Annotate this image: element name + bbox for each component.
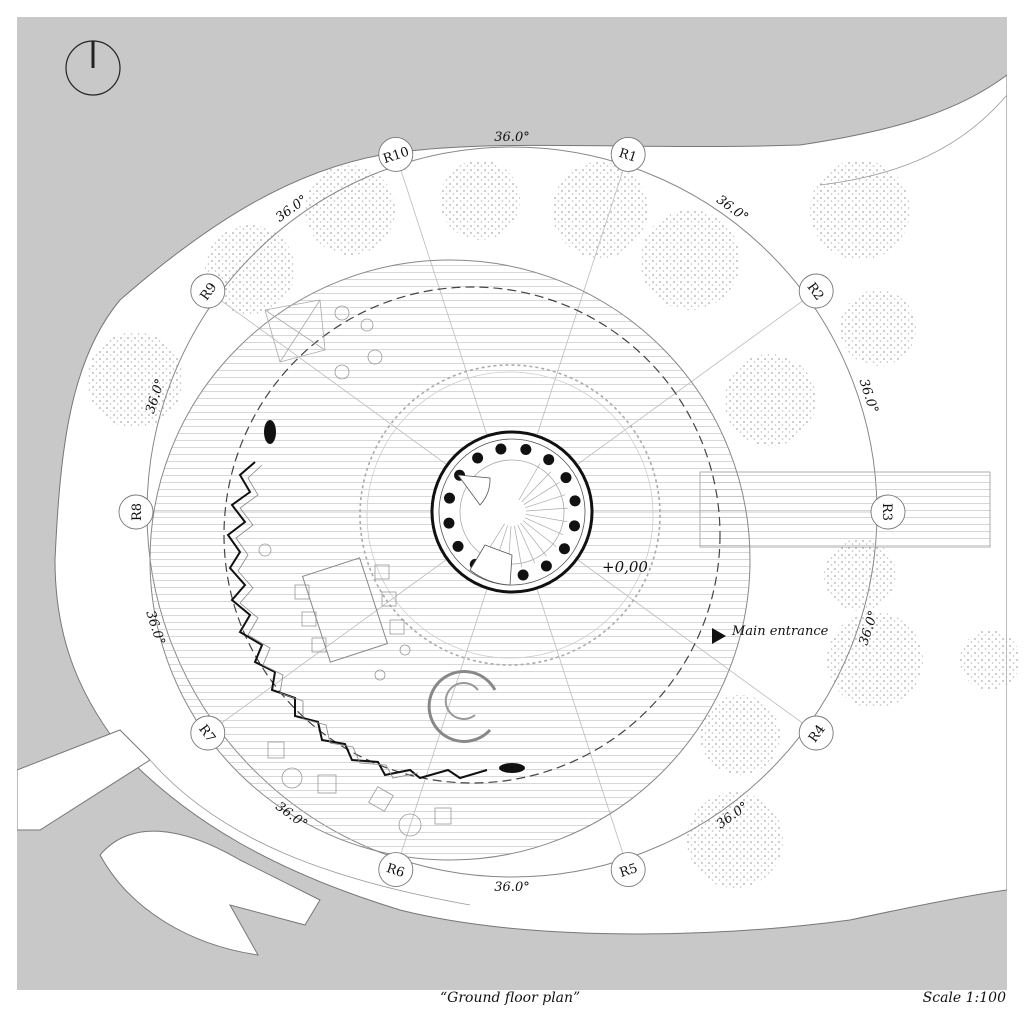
radial-label: R3 — [879, 503, 894, 521]
entrance-triangle-icon — [712, 628, 726, 644]
fireplace — [427, 669, 497, 743]
column-post — [560, 472, 572, 484]
column-post — [569, 495, 581, 507]
column-post — [517, 569, 529, 581]
lounge-chair — [264, 299, 326, 363]
roof-outline — [223, 286, 721, 784]
elevation-label: +0,00 — [602, 558, 648, 576]
scale-label: Scale 1:100 — [922, 990, 1006, 1006]
chairs — [267, 564, 452, 825]
angle-label: 36.0° — [494, 880, 529, 895]
column-post — [543, 454, 555, 466]
radial-marker-r6: R6 — [378, 852, 414, 888]
zigzag-wall-inner — [235, 464, 419, 779]
fireplace-inner — [444, 681, 479, 720]
radial-marker-r2: R2 — [798, 273, 834, 309]
column-post — [444, 492, 456, 504]
radial-marker-r1: R1 — [610, 136, 646, 172]
column-post — [520, 444, 532, 456]
column-post — [540, 560, 552, 572]
north-arrow-icon — [65, 40, 121, 96]
stair-tread — [521, 471, 552, 503]
radial-label: R5 — [618, 861, 640, 881]
radial-marker-r9: R9 — [190, 273, 226, 309]
shore-line-2 — [149, 759, 471, 906]
column-post — [472, 452, 484, 464]
dining-table — [301, 557, 389, 663]
plan-caption: “Ground floor plan” — [440, 990, 581, 1006]
column-post — [443, 517, 455, 529]
radial-label: R6 — [384, 861, 406, 881]
inner-ring-2 — [366, 371, 654, 659]
radial-marker-r8: R8 — [118, 494, 154, 530]
angle-label: 36.0° — [494, 130, 529, 145]
boat — [99, 830, 321, 956]
entrance-label: Main entrance — [731, 624, 829, 639]
wall-end-bottom — [499, 763, 525, 773]
stair-tread — [517, 524, 536, 564]
zigzag-wall — [226, 461, 488, 780]
column-post — [568, 520, 580, 532]
wall-end-top — [264, 420, 276, 444]
stair-tread — [524, 517, 564, 536]
radial-label: R1 — [617, 146, 639, 166]
stair-tread — [518, 463, 541, 501]
stair-tread — [522, 520, 557, 547]
pier-left — [17, 729, 151, 831]
trees — [87, 160, 1020, 888]
stair-tread — [525, 494, 566, 509]
column-post — [558, 543, 570, 555]
column-post — [452, 540, 464, 552]
radial-marker-r7: R7 — [190, 715, 226, 751]
stair-tread — [523, 482, 560, 505]
radial-marker-r3: R3 — [870, 494, 906, 530]
central-core — [430, 430, 594, 594]
radial-label: R8 — [130, 503, 145, 521]
stair-tread — [514, 525, 523, 568]
stair-tread — [525, 507, 568, 512]
radial-marker-r5: R5 — [610, 852, 646, 888]
stair-tread — [520, 522, 547, 557]
column-post — [495, 443, 507, 455]
radial-marker-r10: R10 — [378, 136, 414, 172]
radial-marker-r4: R4 — [798, 715, 834, 751]
round-tables — [258, 305, 422, 837]
inner-ring — [359, 364, 661, 666]
stair-tread — [525, 514, 568, 523]
